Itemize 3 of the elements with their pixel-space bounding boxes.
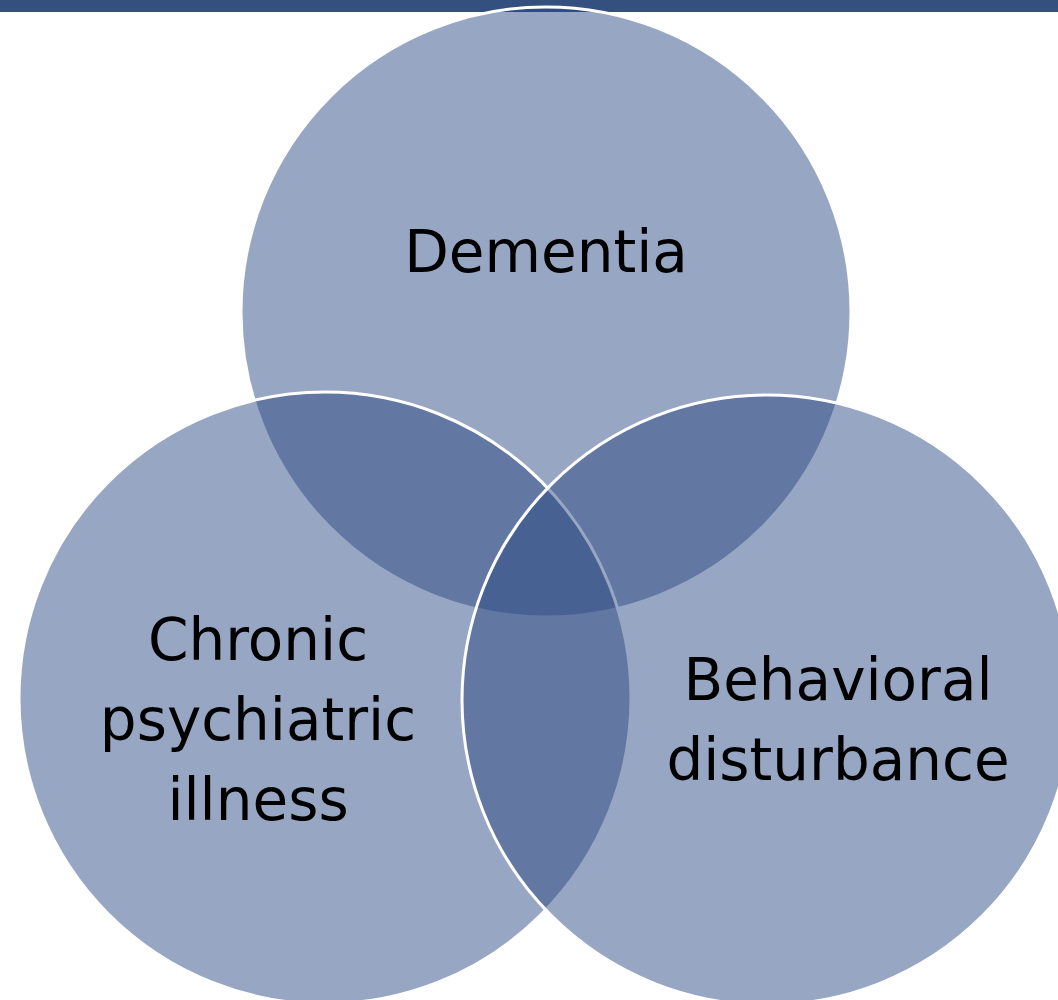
circle-label: Chronic psychiatric illness bbox=[98, 605, 418, 836]
circle-label: Dementia bbox=[403, 217, 689, 288]
circle-label: Behavioral disturbance bbox=[665, 645, 1011, 796]
